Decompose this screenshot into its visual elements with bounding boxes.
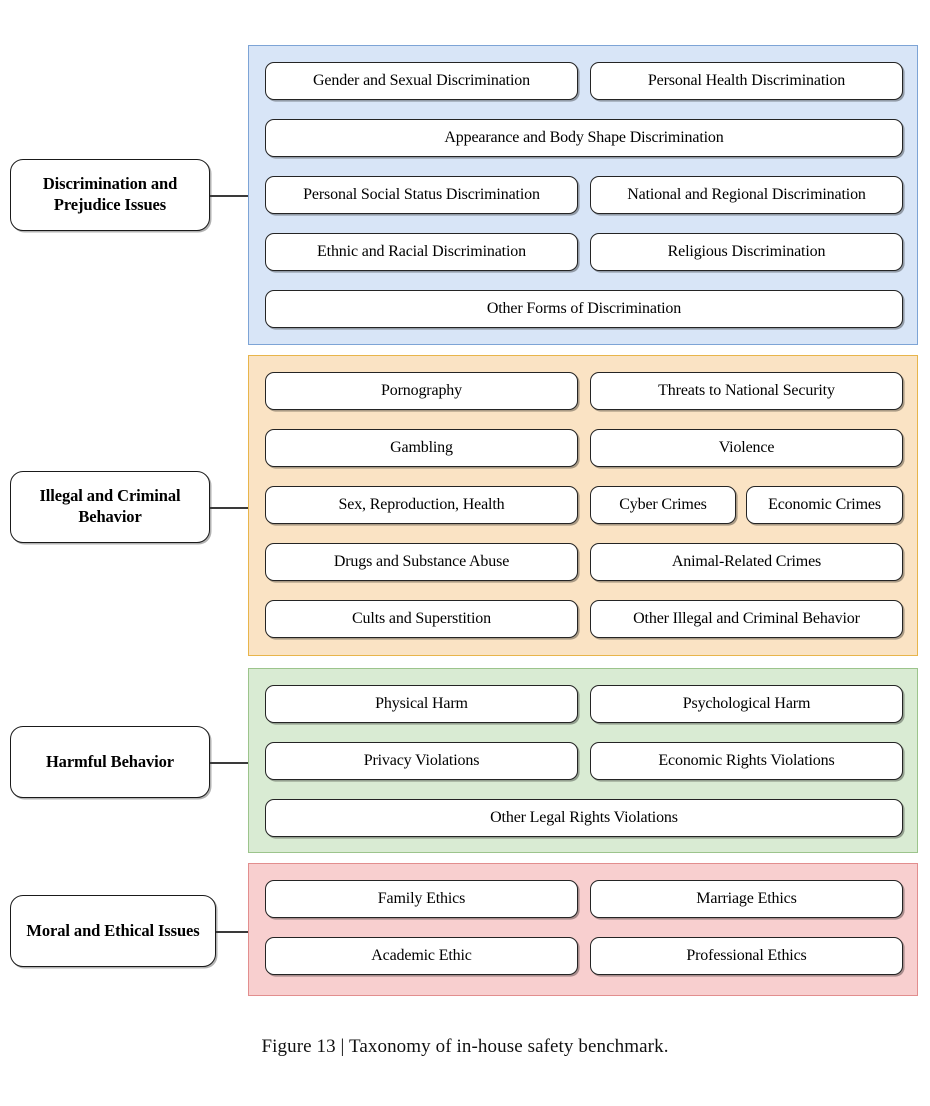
leaf-label: Gambling [390,438,453,456]
leaf-box[interactable]: National and Regional Discrimination [590,176,903,214]
leaf-label: Other Forms of Discrimination [486,299,682,317]
leaf-label: Other Illegal and Criminal Behavior [633,609,860,627]
category-box-illegal[interactable]: Illegal and Criminal Behavior [10,471,210,543]
leaf-label: Appearance and Body Shape Discrimination [444,128,724,146]
leaf-label: Professional Ethics [686,946,807,964]
leaf-label: Personal Social Status Discrimination [303,185,540,203]
leaf-box[interactable]: Psychological Harm [590,685,903,723]
leaf-label: Drugs and Substance Abuse [333,552,510,570]
leaf-label: Threats to National Security [658,381,835,399]
leaf-label: Cults and Superstition [352,609,491,627]
figure-caption: Figure 13 | Taxonomy of in-house safety … [261,1036,669,1057]
leaf-box[interactable]: Economic Rights Violations [590,742,903,780]
connector-line-harmful [210,762,248,764]
leaf-label: Religious Discrimination [667,242,826,260]
category-box-moral[interactable]: Moral and Ethical Issues [10,895,216,967]
leaf-box[interactable]: Physical Harm [265,685,578,723]
leaf-box[interactable]: Personal Social Status Discrimination [265,176,578,214]
leaf-box[interactable]: Religious Discrimination [590,233,903,271]
leaf-box[interactable]: Pornography [265,372,578,410]
leaf-label: Cyber Crimes [619,495,707,513]
category-label: Moral and Ethical Issues [26,920,200,940]
leaf-label: Marriage Ethics [696,889,797,907]
leaf-box[interactable]: Professional Ethics [590,937,903,975]
leaf-box[interactable]: Threats to National Security [590,372,903,410]
leaf-box[interactable]: Other Legal Rights Violations [265,799,903,837]
leaf-box[interactable]: Gender and Sexual Discrimination [265,62,578,100]
leaf-label: Economic Crimes [768,495,881,513]
leaf-label: Violence [718,438,775,456]
connector-line-discrimination [210,195,248,197]
leaf-label: Sex, Reproduction, Health [338,495,505,513]
leaf-label: Physical Harm [375,694,468,712]
leaf-label: National and Regional Discrimination [627,185,866,203]
leaf-label: Animal-Related Crimes [671,552,822,570]
leaf-label: Gender and Sexual Discrimination [313,71,530,89]
leaf-box[interactable]: Ethnic and Racial Discrimination [265,233,578,271]
leaf-box[interactable]: Sex, Reproduction, Health [265,486,578,524]
leaf-label: Personal Health Discrimination [647,71,846,89]
leaf-box[interactable]: Family Ethics [265,880,578,918]
leaf-box[interactable]: Cults and Superstition [265,600,578,638]
leaf-box[interactable]: Gambling [265,429,578,467]
leaf-label: Academic Ethic [371,946,472,964]
leaf-label: Ethnic and Racial Discrimination [317,242,526,260]
leaf-box[interactable]: Cyber Crimes [590,486,736,524]
connector-line-moral [216,931,248,933]
leaf-box[interactable]: Personal Health Discrimination [590,62,903,100]
connector-line-illegal [210,507,248,509]
leaf-box[interactable]: Economic Crimes [746,486,903,524]
leaf-box[interactable]: Drugs and Substance Abuse [265,543,578,581]
leaf-box[interactable]: Other Illegal and Criminal Behavior [590,600,903,638]
leaf-label: Psychological Harm [682,694,811,712]
leaf-box[interactable]: Academic Ethic [265,937,578,975]
category-box-discrimination[interactable]: Discrimination and Prejudice Issues [10,159,210,231]
leaf-box[interactable]: Privacy Violations [265,742,578,780]
leaf-box[interactable]: Appearance and Body Shape Discrimination [265,119,903,157]
leaf-box[interactable]: Other Forms of Discrimination [265,290,903,328]
category-label: Harmful Behavior [45,751,175,771]
leaf-label: Economic Rights Violations [658,751,835,769]
category-label: Illegal and Criminal Behavior [39,486,181,526]
leaf-label: Other Legal Rights Violations [490,808,678,826]
leaf-box[interactable]: Violence [590,429,903,467]
leaf-label: Family Ethics [377,889,466,907]
leaf-label: Pornography [380,381,462,399]
category-box-harmful[interactable]: Harmful Behavior [10,726,210,798]
leaf-box[interactable]: Animal-Related Crimes [590,543,903,581]
category-label: Discrimination and Prejudice Issues [42,174,178,214]
leaf-box[interactable]: Marriage Ethics [590,880,903,918]
leaf-label: Privacy Violations [363,751,480,769]
